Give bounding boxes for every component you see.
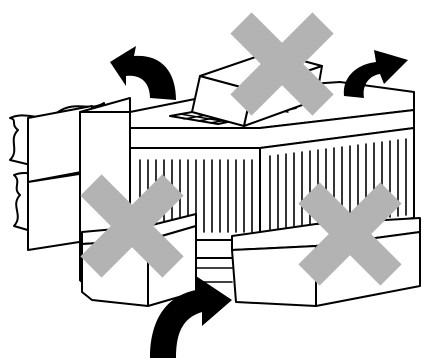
airflow-arrow-icon (110, 46, 176, 100)
front-right-box-front (232, 246, 316, 306)
